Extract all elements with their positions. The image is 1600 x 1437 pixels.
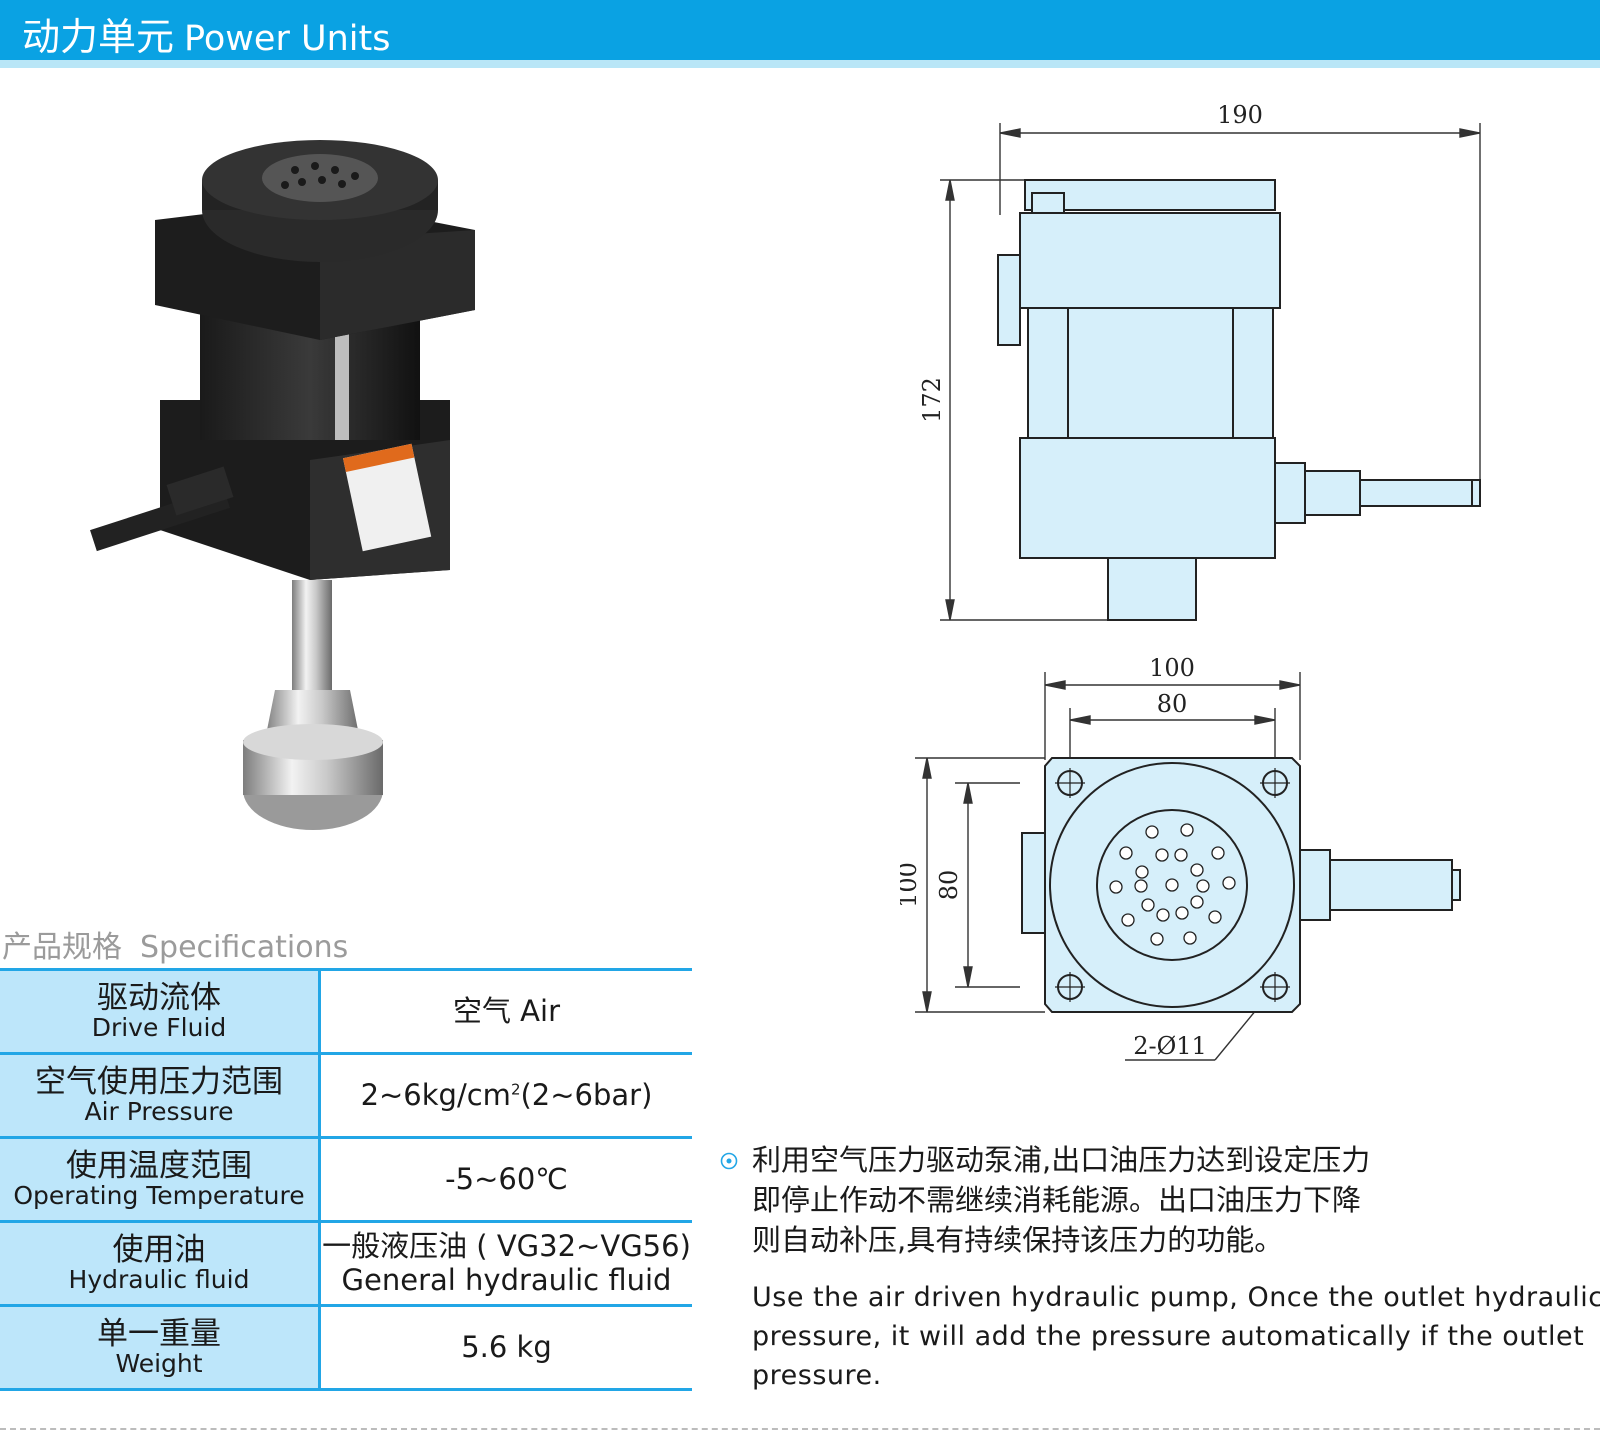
description-en: Use the air driven hydraulic pump, Once … [752, 1278, 1600, 1395]
dim-width-190: 190 [1217, 101, 1263, 129]
spec-label: 使用油 Hydraulic fluid [0, 1221, 321, 1307]
page-title-en: Power Units [184, 19, 391, 59]
bullet-circle-icon [720, 1152, 738, 1170]
spec-label-en: Hydraulic fluid [68, 1264, 250, 1294]
spec-table: 驱动流体 Drive Fluid 空气 Air 空气使用压力范围 Air Pre… [0, 968, 692, 1391]
description-zh-line: 则自动补压,具有持续保持该压力的功能。 [752, 1223, 1284, 1257]
description-en-line: pressure. [752, 1360, 882, 1391]
spec-value: 2~6kg/cm2(2~6bar) [319, 1053, 692, 1139]
header-underline [0, 60, 1600, 68]
spec-row-operating-temperature: 使用温度范围 Operating Temperature -5~60℃ [0, 1137, 692, 1223]
header-bar [0, 0, 1600, 60]
spec-value-line2: General hydraulic fluid [341, 1262, 672, 1297]
spec-label-en: Weight [115, 1348, 203, 1378]
dim-inner-height-80: 80 [935, 870, 963, 901]
spec-label: 使用温度范围 Operating Temperature [0, 1137, 321, 1223]
description-zh: 利用空气压力驱动泵浦,出口油压力达到设定压力 即停止作动不需继续消耗能源。出口油… [752, 1140, 1572, 1260]
spec-value-superscript: 2 [510, 1080, 521, 1099]
spec-value-line1: 一般液压油 ( VG32~VG56) [322, 1229, 691, 1264]
description-zh-line: 利用空气压力驱动泵浦,出口油压力达到设定压力 [752, 1143, 1371, 1177]
page-title-zh: 动力单元 [22, 15, 175, 59]
spec-label-zh: 使用温度范围 [66, 1148, 252, 1185]
spec-label: 单一重量 Weight [0, 1305, 321, 1391]
spec-value: 5.6 kg [319, 1305, 692, 1391]
side-view-drawing: 190 172 [920, 101, 1481, 621]
description-en-line: pressure, it will add the pressure autom… [752, 1321, 1585, 1352]
footer-dashed-divider [0, 1428, 1600, 1430]
side-view-body [997, 179, 1481, 621]
spec-label-en: Drive Fluid [91, 1012, 227, 1042]
spec-value: 一般液压油 ( VG32~VG56) General hydraulic flu… [319, 1221, 692, 1307]
product-photo [90, 140, 475, 830]
spec-row-air-pressure: 空气使用压力范围 Air Pressure 2~6kg/cm2(2~6bar) [0, 1053, 692, 1139]
spec-value-suffix: (2~6bar) [520, 1077, 653, 1112]
spec-label: 驱动流体 Drive Fluid [0, 969, 321, 1055]
spec-label-zh: 空气使用压力范围 [35, 1064, 283, 1101]
dim-outer-height-100: 100 [900, 862, 922, 908]
spec-label: 空气使用压力范围 Air Pressure [0, 1053, 321, 1139]
spec-label-en: Air Pressure [84, 1096, 234, 1126]
spec-row-weight: 单一重量 Weight 5.6 kg [0, 1305, 692, 1391]
spec-label-zh: 使用油 [112, 1232, 206, 1269]
spec-value: -5~60℃ [319, 1137, 692, 1223]
description-zh-line: 即停止作动不需继续消耗能源。出口油压力下降 [752, 1183, 1362, 1217]
spec-row-hydraulic-fluid: 使用油 Hydraulic fluid 一般液压油 ( VG32~VG56) G… [0, 1221, 692, 1307]
spec-value: 空气 Air [319, 969, 692, 1055]
description-en-line: Use the air driven hydraulic pump, Once … [752, 1282, 1600, 1313]
spec-heading-en: Specifications [140, 930, 349, 965]
spec-value-main: 2~6kg/cm [360, 1077, 511, 1112]
dim-height-172: 172 [920, 377, 946, 423]
top-view-body [1021, 757, 1461, 1013]
spec-heading-zh: 产品规格 [2, 930, 122, 965]
spec-label-zh: 单一重量 [97, 1316, 221, 1353]
spec-heading: 产品规格 Specifications [2, 922, 348, 966]
hole-callout: 2-Ø11 [1133, 1032, 1207, 1060]
spec-label-zh: 驱动流体 [97, 980, 221, 1017]
spec-label-en: Operating Temperature [13, 1180, 305, 1210]
dim-outer-width-100: 100 [1149, 654, 1195, 682]
spec-row-drive-fluid: 驱动流体 Drive Fluid 空气 Air [0, 969, 692, 1055]
dim-inner-width-80: 80 [1157, 690, 1188, 718]
top-view-drawing: 100 80 100 80 2-Ø11 [900, 654, 1461, 1061]
